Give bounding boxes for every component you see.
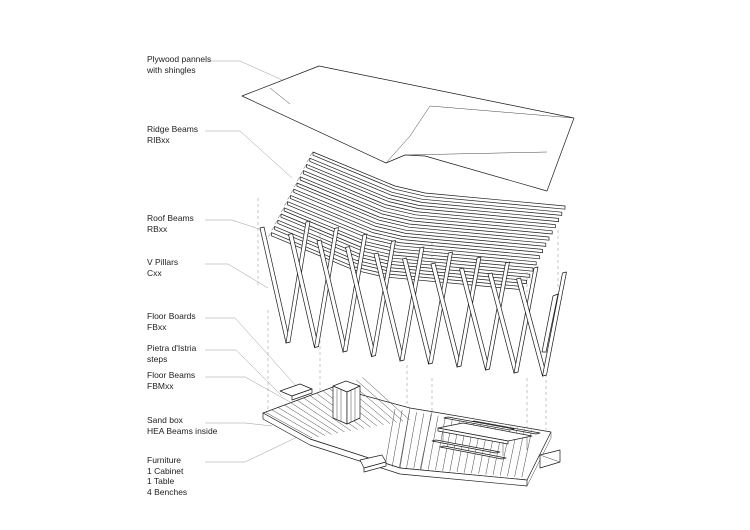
roof-beam-end (306, 158, 310, 163)
roof-beam-end (303, 164, 307, 169)
roof-beam-end (271, 226, 275, 231)
floor-board (264, 411, 313, 439)
floor-board (413, 413, 425, 469)
v-pillar-right (371, 240, 396, 357)
floor-board (427, 415, 439, 470)
leader-plywood (205, 60, 301, 89)
roof-beam (274, 226, 527, 284)
roof-beam-end (287, 195, 291, 200)
stone-steps (279, 383, 561, 473)
roof-beam (290, 195, 543, 253)
roof-beam (309, 157, 563, 216)
roof-beam-end (268, 232, 272, 237)
roof-beam (299, 176, 553, 235)
leader-floorboards (205, 317, 298, 388)
roof-beam-end (277, 213, 282, 219)
roof-beam-end (274, 220, 278, 225)
floor-board (384, 408, 396, 467)
floor-board (391, 410, 403, 467)
floor-board (297, 400, 345, 433)
v-pillar-right (399, 246, 425, 362)
roof-beams (268, 151, 566, 291)
floor-joint (419, 411, 433, 471)
v-pillar-right (342, 233, 368, 353)
floor-board (284, 404, 332, 435)
leader-roof (205, 219, 263, 231)
roof-beam (312, 151, 566, 210)
leader-ridge (205, 130, 293, 179)
plywood-panels (241, 65, 575, 192)
leader-steps (205, 349, 283, 397)
roof-beam (296, 182, 550, 241)
roof-beam-end (290, 189, 294, 194)
v-pillar-right (485, 261, 510, 371)
v-pillar-right (456, 256, 482, 368)
roof-beam-end (293, 182, 298, 188)
roof-beam-end (297, 176, 301, 181)
leader-furniture (205, 429, 313, 463)
roof-beam (306, 164, 559, 222)
v-pillar-left (259, 226, 291, 344)
leader-pillars (205, 263, 269, 289)
v-pillar-end (541, 293, 559, 353)
floor-board (303, 397, 352, 432)
leader-floorbeams (205, 376, 291, 403)
leader-sandbox (205, 422, 273, 427)
leader-lines (205, 60, 313, 463)
furniture-cabinet (332, 380, 361, 425)
roof-beam (303, 170, 556, 229)
roof-beam (293, 188, 547, 247)
v-pillar-right (428, 251, 453, 365)
furniture-table-benches (431, 416, 541, 460)
roof-beam-end (300, 170, 304, 175)
v-pillar-right (542, 271, 567, 377)
roof-beam (283, 207, 537, 266)
floor-board (435, 416, 446, 471)
v-pillars (259, 220, 567, 377)
floor-board (406, 412, 417, 468)
floor-board (290, 402, 339, 434)
v-pillar-right (513, 266, 539, 374)
roof-beam-end (281, 207, 285, 212)
floor-board (521, 429, 533, 478)
v-pillar-right (285, 220, 311, 344)
roof-beam (287, 201, 540, 260)
floor-board (271, 409, 319, 438)
roof-beam-end (309, 151, 314, 157)
floor-board (277, 407, 326, 436)
v-pillar-right (314, 227, 339, 348)
roof-beam-end (284, 201, 288, 206)
floor-board (355, 379, 404, 422)
floor-joint (399, 407, 411, 469)
